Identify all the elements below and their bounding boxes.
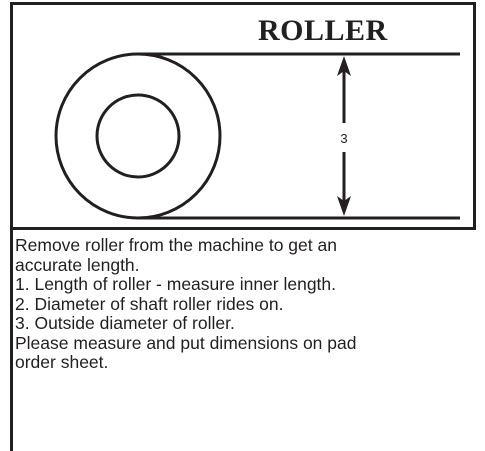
- frame-top-border: [10, 2, 476, 5]
- instruction-line: accurate length.: [15, 254, 140, 275]
- instruction-line: 3. Outside diameter of roller.: [15, 313, 235, 333]
- roller-inner-circle: [95, 93, 181, 179]
- roller-outer-circle: [54, 52, 222, 220]
- instruction-line: order sheet.: [15, 352, 109, 372]
- instructions-text: Remove roller from the machine to get an…: [15, 235, 470, 373]
- frame-right-border: [473, 2, 476, 228]
- dimension-label: 3: [340, 131, 347, 146]
- dimension-arrowhead-bottom: [337, 196, 351, 216]
- instruction-line: Please measure and put dimensions on pad: [15, 332, 357, 353]
- diagram-title: ROLLER: [258, 14, 388, 47]
- frame-left-border: [10, 2, 13, 451]
- instruction-line: 1. Length of roller - measure inner leng…: [15, 274, 337, 294]
- instruction-line: 2. Diameter of shaft roller rides on.: [15, 293, 284, 314]
- section-divider: [10, 227, 476, 230]
- instruction-line: Remove roller from the machine to get an: [15, 235, 337, 255]
- dimension-arrowhead-top: [337, 56, 351, 76]
